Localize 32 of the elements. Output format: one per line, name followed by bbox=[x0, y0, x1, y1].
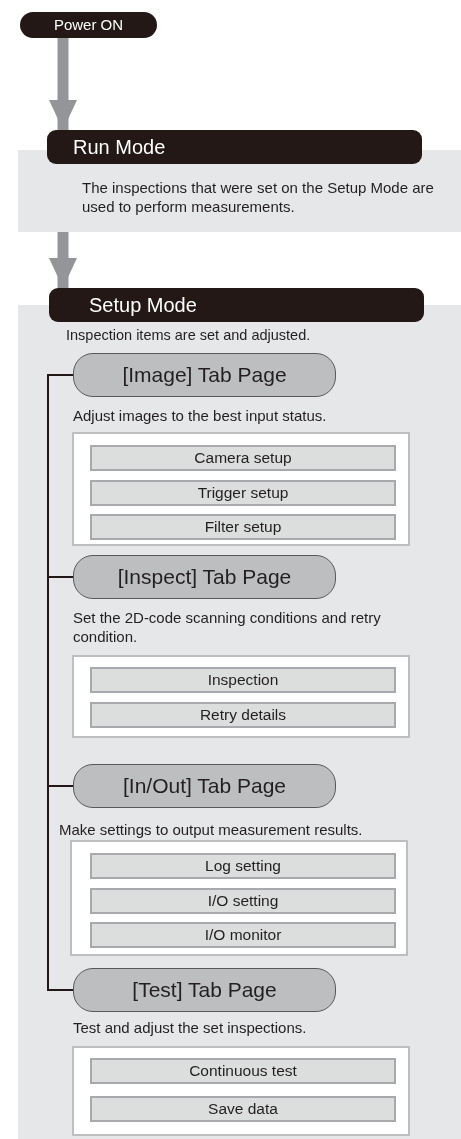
tab-heading: [Inspect] Tab Page bbox=[73, 555, 336, 599]
description-text: The inspections that were set on the Setup Mode are used to perform measurements. bbox=[82, 178, 435, 216]
start-label: Power ON bbox=[20, 12, 157, 38]
setting-item: Camera setup bbox=[90, 445, 396, 471]
connector-line bbox=[47, 374, 74, 578]
tab-heading: [Test] Tab Page bbox=[73, 968, 336, 1012]
setting-item: Filter setup bbox=[90, 514, 396, 540]
tab-heading: [In/Out] Tab Page bbox=[73, 764, 336, 808]
setting-item: Retry details bbox=[90, 702, 396, 728]
setting-item: Save data bbox=[90, 1096, 396, 1122]
setting-item: Trigger setup bbox=[90, 480, 396, 506]
settings-panel bbox=[70, 840, 408, 956]
settings-panel bbox=[72, 655, 410, 738]
settings-panel bbox=[72, 432, 410, 546]
description-text: Test and adjust the set inspections. bbox=[73, 1018, 308, 1037]
setting-item: Log setting bbox=[90, 853, 396, 879]
description-text: Inspection items are set and adjusted. bbox=[66, 326, 312, 345]
description-text: Adjust images to the best input status. bbox=[73, 406, 328, 425]
connector-line bbox=[47, 576, 74, 787]
setting-item: Continuous test bbox=[90, 1058, 396, 1084]
description-text: Make settings to output measurement results. bbox=[59, 820, 364, 839]
setting-item: Inspection bbox=[90, 667, 396, 693]
connector-line bbox=[47, 785, 74, 991]
arrow bbox=[49, 232, 77, 288]
tab-heading: [Image] Tab Page bbox=[73, 353, 336, 397]
mode-heading-bar: Setup Mode bbox=[49, 288, 424, 322]
settings-panel bbox=[72, 1046, 410, 1136]
setting-item: I/O setting bbox=[90, 888, 396, 914]
mode-heading-bar: Run Mode bbox=[47, 130, 422, 164]
description-text: Set the 2D-code scanning conditions and retry condition. bbox=[73, 608, 382, 646]
setting-item: I/O monitor bbox=[90, 922, 396, 948]
arrow bbox=[49, 38, 77, 130]
